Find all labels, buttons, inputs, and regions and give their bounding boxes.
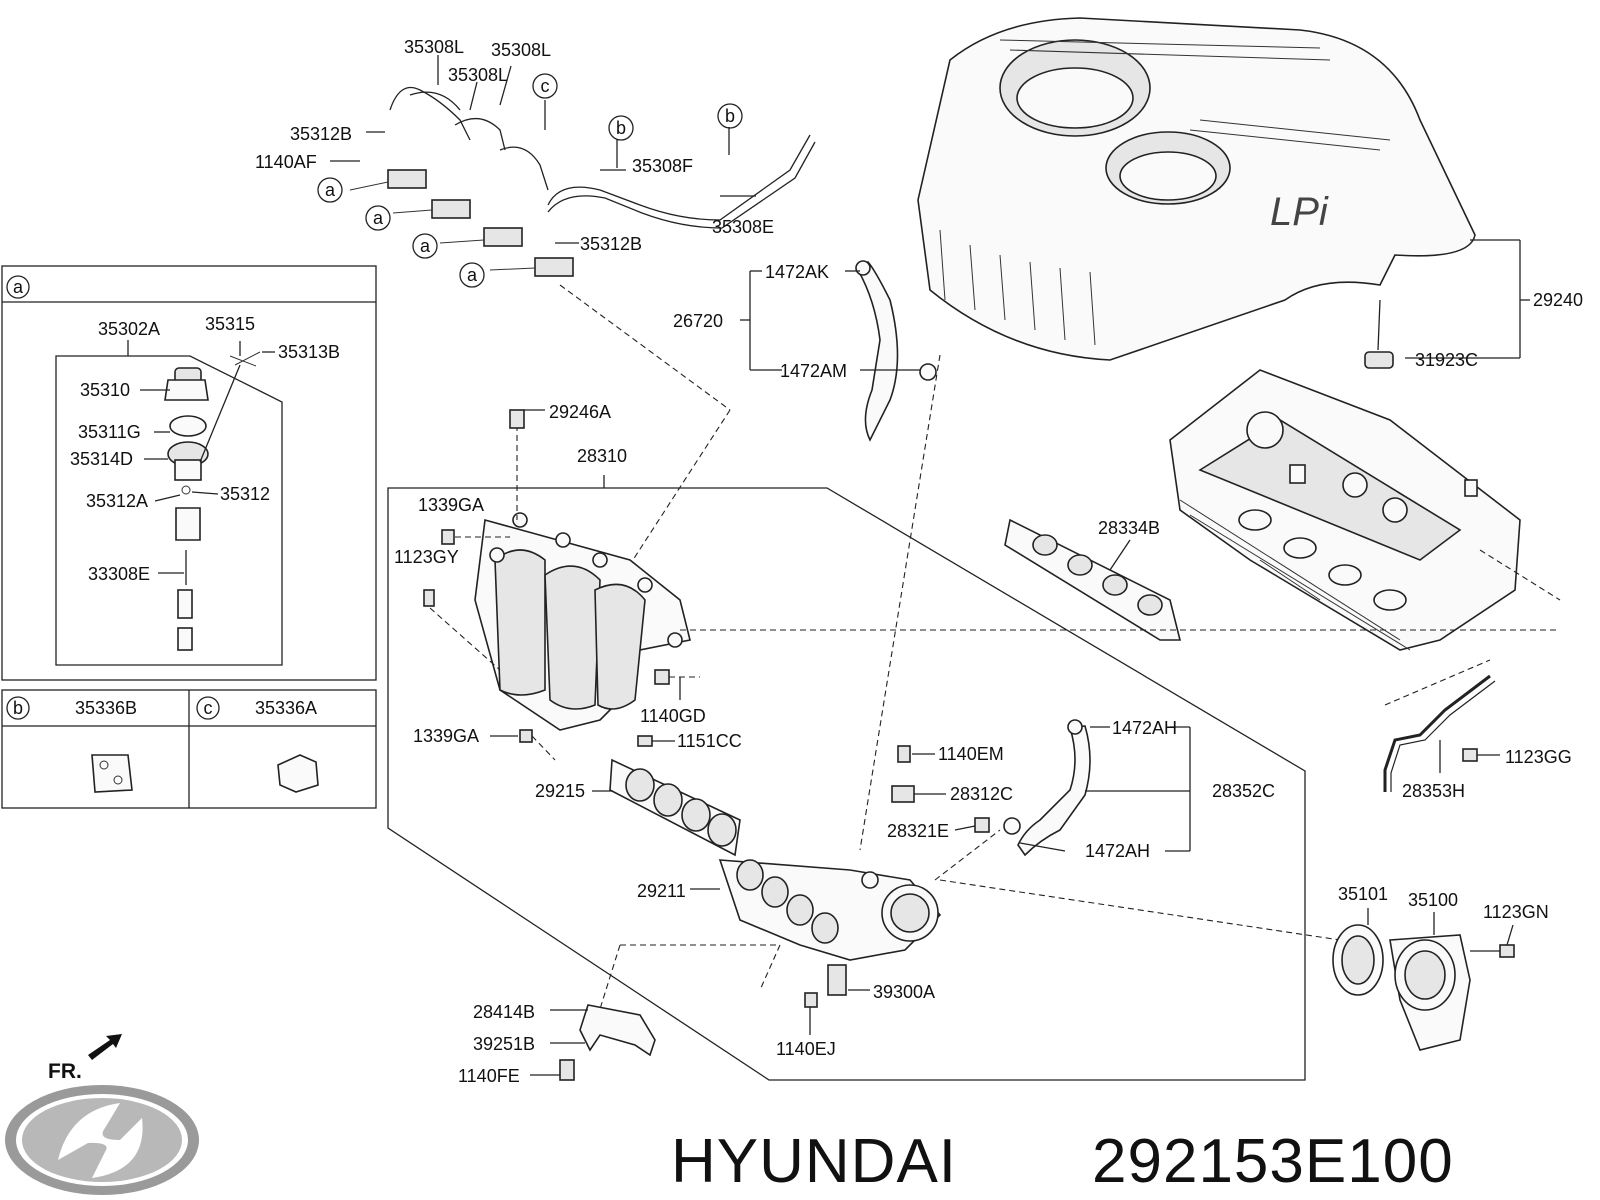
label-35308L-1: 35308L: [404, 37, 464, 57]
inset-c-part: 35336A: [255, 698, 317, 718]
label-39251B: 39251B: [473, 1034, 535, 1054]
inset-b-title: b: [13, 698, 23, 718]
inset-a-label-33308E: 33308E: [88, 564, 150, 584]
label-29240: 29240: [1533, 290, 1583, 310]
callout-a-4: a: [467, 265, 478, 285]
cover-lettering: LPi: [1270, 190, 1329, 234]
label-39300A: 39300A: [873, 982, 935, 1002]
label-1140FE: 1140FE: [458, 1066, 520, 1086]
part-labels: 35308L 35308L 35308L 35312B 1140AF 35308…: [70, 37, 1583, 1086]
inset-a-label-35310: 35310: [80, 380, 130, 400]
label-31923C: 31923C: [1415, 350, 1478, 370]
callout-a-3: a: [420, 236, 431, 256]
label-35101: 35101: [1338, 884, 1388, 904]
label-1123GG: 1123GG: [1505, 747, 1572, 767]
label-1472AH-2: 1472AH: [1085, 841, 1150, 861]
gasket-28334b-drawing: [680, 518, 1561, 641]
label-1140AF: 1140AF: [255, 152, 317, 172]
inset-a-label-35314D: 35314D: [70, 449, 133, 469]
label-35308E: 35308E: [712, 217, 774, 237]
inset-a-label-35315: 35315: [205, 314, 255, 334]
front-arrow-icon: [88, 1034, 122, 1060]
label-1140GD: 1140GD: [640, 706, 706, 726]
label-28353H: 28353H: [1402, 781, 1465, 801]
label-1140EM: 1140EM: [938, 744, 1004, 764]
label-35100: 35100: [1408, 890, 1458, 910]
callout-b-1: b: [616, 118, 626, 138]
fuel-rail-drawing: [349, 86, 816, 277]
label-1123GY: 1123GY: [394, 547, 459, 567]
brand-name: HYUNDAI: [671, 1127, 957, 1196]
inset-a-title: a: [13, 277, 24, 297]
label-35312B-2: 35312B: [580, 234, 642, 254]
bracket-drawing: [530, 964, 870, 1081]
part-number: 292153E100: [1092, 1127, 1454, 1196]
sensors-pipe-drawing: [891, 719, 1191, 857]
front-marker: FR.: [48, 1034, 122, 1083]
label-35308L-3: 35308L: [448, 65, 508, 85]
label-35308L-2: 35308L: [491, 40, 551, 60]
inset-c-title: c: [204, 698, 213, 718]
hose-26720-drawing: [740, 260, 941, 851]
intake-manifold-drawing: [423, 409, 691, 731]
label-1472AH-1: 1472AH: [1112, 718, 1177, 738]
bolts-middle: [490, 669, 700, 761]
label-29246A: 29246A: [549, 402, 611, 422]
label-35308F: 35308F: [632, 156, 693, 176]
callout-b-2: b: [725, 106, 735, 126]
callout-a-2: a: [373, 208, 384, 228]
label-1472AM: 1472AM: [780, 361, 847, 381]
label-26720: 26720: [673, 311, 723, 331]
gasket-29215-drawing: [592, 758, 741, 857]
front-marker-label: FR.: [48, 1060, 82, 1083]
cylinder-head-drawing: [1169, 369, 1521, 651]
manifold-group-frame: [387, 487, 1306, 1081]
inset-a-label-35302A: 35302A: [98, 319, 160, 339]
label-29211: 29211: [637, 881, 686, 901]
label-28352C: 28352C: [1212, 781, 1275, 801]
label-35312B-1: 35312B: [290, 124, 352, 144]
hyundai-logo-icon: [5, 1085, 199, 1195]
inset-a-label-35313B: 35313B: [278, 342, 340, 362]
pipe-28353h-drawing: [1383, 659, 1500, 792]
inset-a-label-35311G: 35311G: [78, 422, 141, 442]
inset-a-label-35312A: 35312A: [86, 491, 148, 511]
inset-a-label-35312: 35312: [220, 484, 270, 504]
leader-lines-top: [330, 55, 756, 244]
callout-a-1: a: [325, 180, 336, 200]
label-28321E: 28321E: [887, 821, 949, 841]
label-1339GA-1: 1339GA: [418, 495, 484, 515]
label-28310: 28310: [577, 446, 627, 466]
label-1151CC: 1151CC: [677, 731, 742, 751]
throttle-body-drawing: [1332, 908, 1515, 1051]
label-1123GN: 1123GN: [1483, 902, 1549, 922]
label-29215: 29215: [535, 781, 585, 801]
leader-lines-cover: [1364, 239, 1530, 369]
label-28312C: 28312C: [950, 784, 1013, 804]
label-1140EJ: 1140EJ: [776, 1039, 836, 1059]
inset-bc: [1, 689, 377, 809]
inset-b-part: 35336B: [75, 698, 137, 718]
inset-a: a: [1, 265, 377, 681]
manifold-29211-drawing: [594, 829, 1341, 1026]
engine-cover-drawing: LPi: [917, 17, 1476, 361]
label-28334B: 28334B: [1098, 518, 1160, 538]
callout-c: c: [541, 76, 550, 96]
callout-circles: a a a a c b b b c: [13, 73, 743, 718]
label-1339GA-2: 1339GA: [413, 726, 479, 746]
label-28414B: 28414B: [473, 1002, 535, 1022]
label-1472AK: 1472AK: [765, 262, 829, 282]
